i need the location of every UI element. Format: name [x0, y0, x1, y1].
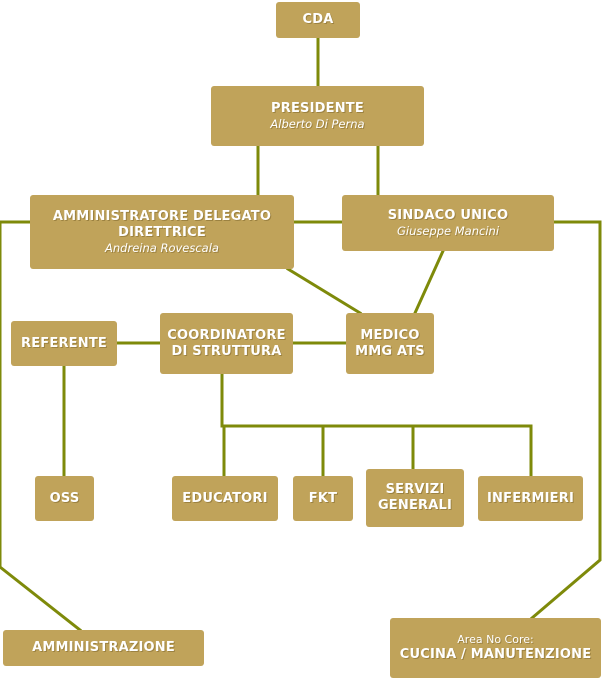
connector-sindaco-medico [413, 249, 445, 315]
amministrazione-title: AMMINISTRAZIONE [32, 640, 175, 655]
connector-sindaco-cucina [529, 220, 602, 621]
sindaco-title: SINDACO UNICO [387, 207, 509, 223]
sindaco-name: Giuseppe Mancini [396, 223, 500, 238]
presidente-title: PRESIDENTE [271, 100, 364, 116]
cucina-label: Area No Core: [457, 633, 534, 646]
cucina-title: CUCINA / MANUTENZIONE [399, 647, 592, 662]
educatori-title: EDUCATORI [182, 490, 268, 506]
educatori-box: EDUCATORI [172, 476, 278, 521]
amministratore-name: Andreina Rovescala [105, 240, 219, 255]
fkt-title: FKT [308, 490, 338, 506]
connector-amministratore-amministrazione [0, 220, 83, 633]
amministrazione-box: AMMINISTRAZIONE [3, 630, 204, 666]
cda-box: CDA [276, 2, 360, 38]
medico-title: MEDICO MMG ATS [355, 327, 425, 359]
referente-title: REFERENTE [21, 335, 107, 351]
oss-title: OSS [49, 490, 80, 506]
fkt-box: FKT [293, 476, 353, 521]
sindaco-box: SINDACO UNICO Giuseppe Mancini [342, 195, 554, 251]
cucina-box: Area No Core: CUCINA / MANUTENZIONE [390, 618, 601, 678]
presidente-name: Alberto Di Perna [270, 116, 365, 131]
coordinatore-title: COORDINATORE DI STRUTTURA [167, 327, 286, 359]
infermieri-title: INFERMIERI [487, 490, 574, 506]
connector-amministratore-medico [285, 266, 363, 316]
medico-box: MEDICO MMG ATS [346, 313, 434, 374]
amministratore-title: AMMINISTRATORE DELEGATO DIRETTRICE [52, 208, 272, 240]
coordinatore-box: COORDINATORE DI STRUTTURA [160, 313, 293, 374]
referente-box: REFERENTE [11, 321, 117, 366]
cda-title: CDA [302, 12, 334, 27]
servizi-title: SERVIZI GENERALI [377, 482, 453, 513]
amministratore-box: AMMINISTRATORE DELEGATO DIRETTRICE Andre… [30, 195, 294, 269]
presidente-box: PRESIDENTE Alberto Di Perna [211, 86, 424, 146]
servizi-box: SERVIZI GENERALI [366, 469, 464, 527]
infermieri-box: INFERMIERI [478, 476, 583, 521]
oss-box: OSS [35, 476, 94, 521]
